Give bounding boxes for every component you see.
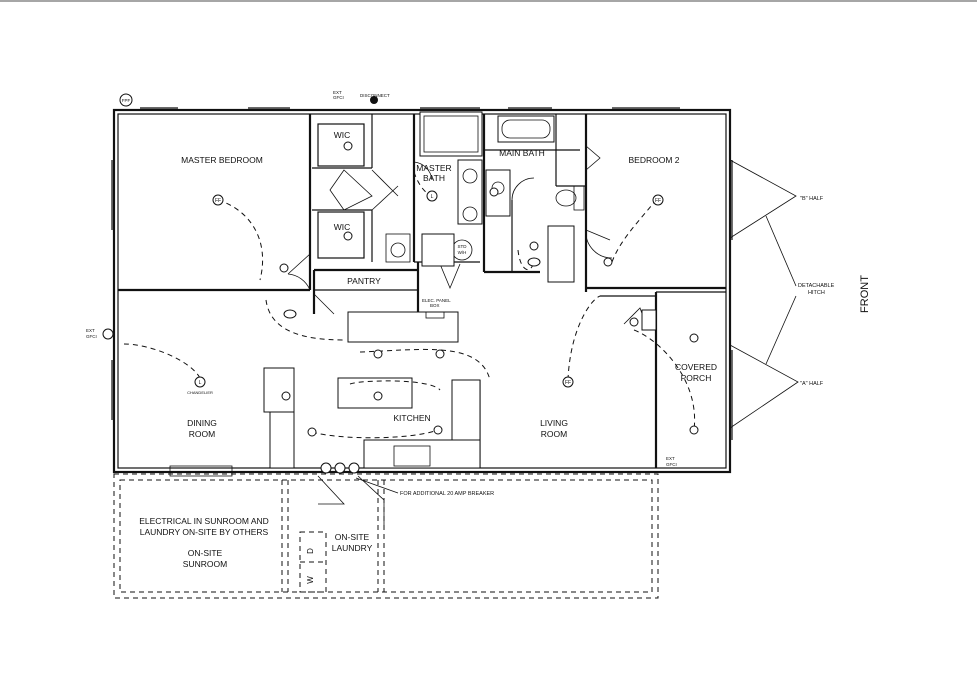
note-ext-gfci-top-2: GFCI xyxy=(333,95,344,100)
note-disconnect: DISCONNECT xyxy=(360,93,390,98)
fixtures xyxy=(263,111,657,469)
note-electrical-line1: ELECTRICAL IN SUNROOM AND xyxy=(139,516,269,526)
note-ext-gfci-right-2: GFCI xyxy=(666,462,677,467)
label-wic-lower: WIC xyxy=(334,222,351,232)
note-panel-box-2: BOX xyxy=(430,303,440,308)
hitch-lines xyxy=(729,159,799,429)
note-hitch-line1: DETACHABLE xyxy=(798,283,835,289)
room-labels: MASTER BEDROOM WIC WIC MASTER BATH MAIN … xyxy=(181,130,717,569)
note-ext-gfci-left-2: GFCI xyxy=(86,334,97,339)
note-a-half: "A" HALF xyxy=(800,381,824,387)
note-b-half: "B" HALF xyxy=(800,196,824,202)
note-std-wh-2: W/H xyxy=(458,250,467,255)
light-symbol: L xyxy=(431,194,434,200)
label-master-bath-line2: BATH xyxy=(423,173,445,183)
label-laundry-line2: LAUNDRY xyxy=(332,543,373,553)
note-ext-gfci-left-1: EXT xyxy=(86,328,95,333)
note-hitch-line2: HITCH xyxy=(808,290,825,296)
light-symbol: L xyxy=(199,380,202,386)
note-chandelier: CHANDELIER xyxy=(187,390,213,395)
fan-symbol: FF xyxy=(565,380,571,386)
note-panel-box-1: ELEC. PANEL xyxy=(422,298,451,303)
label-main-bath: MAIN BATH xyxy=(499,148,545,158)
note-electrical-line2: LAUNDRY ON-SITE BY OTHERS xyxy=(140,527,269,537)
label-porch-line2: PORCH xyxy=(681,373,712,383)
fan-symbol: FF xyxy=(215,198,221,204)
note-dryer: D xyxy=(306,548,315,554)
note-breaker: FOR ADDITIONAL 20 AMP BREAKER xyxy=(400,491,494,497)
label-living-line2: ROOM xyxy=(541,429,567,439)
label-sunroom-line1: ON-SITE xyxy=(188,548,223,558)
note-front: FRONT xyxy=(859,275,871,313)
fan-symbol: FF xyxy=(655,198,661,204)
label-kitchen: KITCHEN xyxy=(393,413,430,423)
label-dining-line2: ROOM xyxy=(189,429,215,439)
label-living-line1: LIVING xyxy=(540,418,568,428)
label-wic-upper: WIC xyxy=(334,130,351,140)
label-master-bedroom: MASTER BEDROOM xyxy=(181,155,263,165)
sunroom-addition xyxy=(113,465,659,599)
label-pantry: PANTRY xyxy=(347,276,381,286)
note-ext-gfci-top-1: EXT xyxy=(333,90,342,95)
label-dining-line1: DINING xyxy=(187,418,217,428)
label-bedroom-2: BEDROOM 2 xyxy=(628,155,679,165)
label-sunroom-line2: SUNROOM xyxy=(183,559,227,569)
note-fpf: FPF xyxy=(122,98,131,103)
electrical-symbols: FF FF FF L L xyxy=(102,93,699,474)
windows xyxy=(111,107,733,440)
label-master-bath-line1: MASTER xyxy=(416,163,451,173)
label-porch-line1: COVERED xyxy=(675,362,717,372)
note-std-wh-1: STD xyxy=(458,244,468,249)
notes: ELECTRICAL IN SUNROOM AND LAUNDRY ON-SIT… xyxy=(86,90,871,584)
note-washer: W xyxy=(306,576,315,584)
label-laundry-line1: ON-SITE xyxy=(335,532,370,542)
note-ext-gfci-right-1: EXT xyxy=(666,456,675,461)
